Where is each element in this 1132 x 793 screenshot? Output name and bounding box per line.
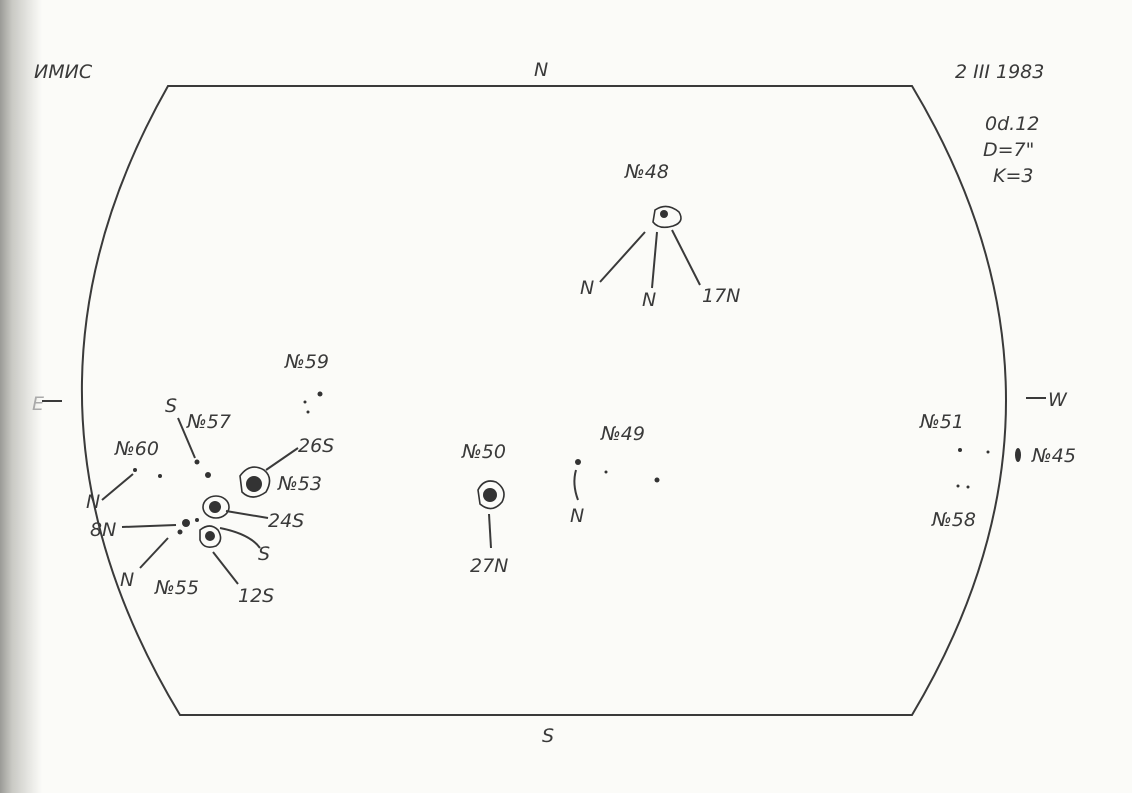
group-55-leader xyxy=(121,524,177,528)
group-59-label: №59 xyxy=(284,351,329,373)
east-label: E xyxy=(32,393,44,415)
diameter-label: D=7" xyxy=(983,139,1034,161)
group-48-label: №48 xyxy=(624,161,669,183)
group-49-spot xyxy=(575,459,581,465)
solar-disk-outline xyxy=(80,85,1007,716)
group-55-spot xyxy=(195,518,199,522)
group-60-spot xyxy=(133,468,137,472)
k-label: K=3 xyxy=(993,165,1033,187)
group-48-penumbra xyxy=(652,205,682,229)
group-55-pol-12s: 12S xyxy=(238,585,274,607)
group-53-pol: 26S xyxy=(298,435,334,457)
scan-edge-shadow xyxy=(0,0,42,793)
group-57-spot xyxy=(205,472,211,478)
group-55-spot xyxy=(177,529,183,535)
group-50-label: №50 xyxy=(461,441,506,463)
group-59-spot xyxy=(306,410,310,414)
group-55-umbra-main xyxy=(205,531,215,541)
group-48-pol-3: 17N xyxy=(702,285,740,307)
north-label: N xyxy=(534,59,548,81)
group-60-spot xyxy=(158,474,162,478)
group-55-leader xyxy=(139,537,169,569)
group-50-leader xyxy=(488,513,492,549)
group-53-label: №53 xyxy=(277,473,322,495)
group-58-label: №58 xyxy=(931,509,976,531)
group-59-spot xyxy=(317,391,323,397)
group-51-spot xyxy=(958,448,962,452)
group-51-spot xyxy=(986,450,990,454)
group-49-pol: N xyxy=(570,505,584,527)
group-57-leader xyxy=(177,417,196,459)
time-label: 0d.12 xyxy=(985,113,1039,135)
group-57-label: №57 xyxy=(186,411,231,433)
group-60-label: №60 xyxy=(114,438,159,460)
group-49-spot xyxy=(604,470,608,474)
group-50-umbra xyxy=(483,488,497,502)
group-45-label: №45 xyxy=(1031,445,1076,467)
group-55-pol-24s: 24S xyxy=(268,510,304,532)
group-59-spot xyxy=(303,400,307,404)
group-58-spot xyxy=(956,484,960,488)
group-45-spot xyxy=(1015,448,1021,462)
group-57-pol: S xyxy=(165,395,177,417)
group-48-pol-2: N xyxy=(642,289,656,311)
group-53-leader xyxy=(265,447,299,471)
group-55-leader xyxy=(225,510,269,519)
group-49-label: №49 xyxy=(600,423,645,445)
group-60-leader xyxy=(101,473,134,501)
group-60-pol: N xyxy=(86,491,100,513)
group-49-spot xyxy=(654,477,660,483)
group-55-pol-8n: 8N xyxy=(90,519,116,541)
group-55-spot xyxy=(182,519,190,527)
group-53-penumbra xyxy=(239,466,271,498)
south-label: S xyxy=(542,725,554,747)
group-49-leader xyxy=(573,469,579,501)
group-51-label: №51 xyxy=(919,411,964,433)
group-48-pol-1: N xyxy=(580,277,594,299)
group-50-pol: 27N xyxy=(470,555,508,577)
group-55-leader xyxy=(219,527,261,549)
observatory-label: ИМИС xyxy=(34,61,93,83)
date-label: 2 III 1983 xyxy=(955,61,1044,83)
group-55-umbra-lead xyxy=(209,501,221,513)
group-53-umbra xyxy=(246,476,262,492)
group-50-penumbra xyxy=(477,480,505,510)
group-57-spot xyxy=(194,459,200,465)
west-label: W xyxy=(1048,389,1068,411)
group-55-penumbra-main xyxy=(199,525,222,548)
group-58-spot xyxy=(966,485,970,489)
group-55-pol-n: N xyxy=(120,569,134,591)
group-55-label: №55 xyxy=(154,577,199,599)
group-48-leaders xyxy=(599,229,701,289)
group-55-pol-s: S xyxy=(258,543,270,565)
group-48-spot xyxy=(660,210,668,218)
group-55-penumbra-lead xyxy=(202,495,230,519)
group-55-leader xyxy=(212,551,239,585)
